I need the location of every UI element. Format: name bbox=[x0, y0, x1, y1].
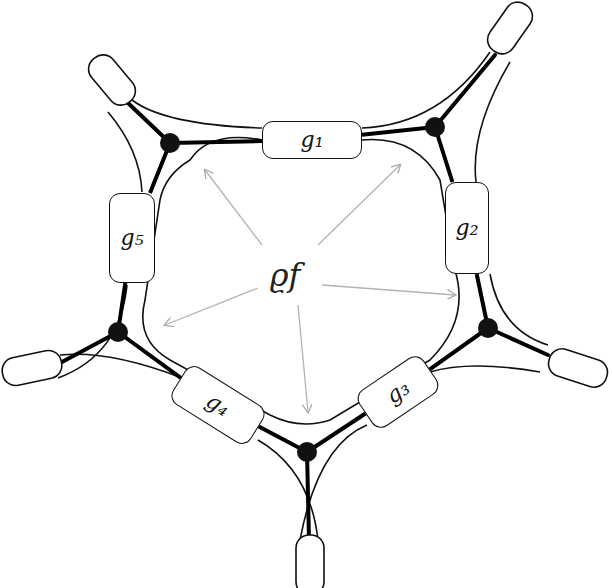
genus-box: g₂ bbox=[445, 182, 489, 274]
vertex-dot bbox=[478, 318, 498, 338]
box-label: g₂ bbox=[456, 217, 479, 239]
vertex-dot bbox=[160, 133, 180, 153]
genus-box: g₁ bbox=[262, 121, 362, 159]
box-label: g₃ bbox=[382, 376, 413, 407]
genus-box: g₃ bbox=[353, 352, 442, 432]
box-label: g₁ bbox=[301, 129, 324, 151]
face-label: ϱf bbox=[270, 259, 301, 291]
genus-box: g₅ bbox=[109, 193, 155, 283]
ribbon-edge bbox=[430, 274, 488, 369]
vertex-dot bbox=[425, 117, 445, 137]
box-label: g₄ bbox=[202, 390, 233, 421]
box-label: g₅ bbox=[121, 227, 144, 249]
vertex-dot bbox=[297, 442, 317, 462]
vertex-dot bbox=[108, 322, 128, 342]
genus-box: g₄ bbox=[167, 362, 268, 448]
